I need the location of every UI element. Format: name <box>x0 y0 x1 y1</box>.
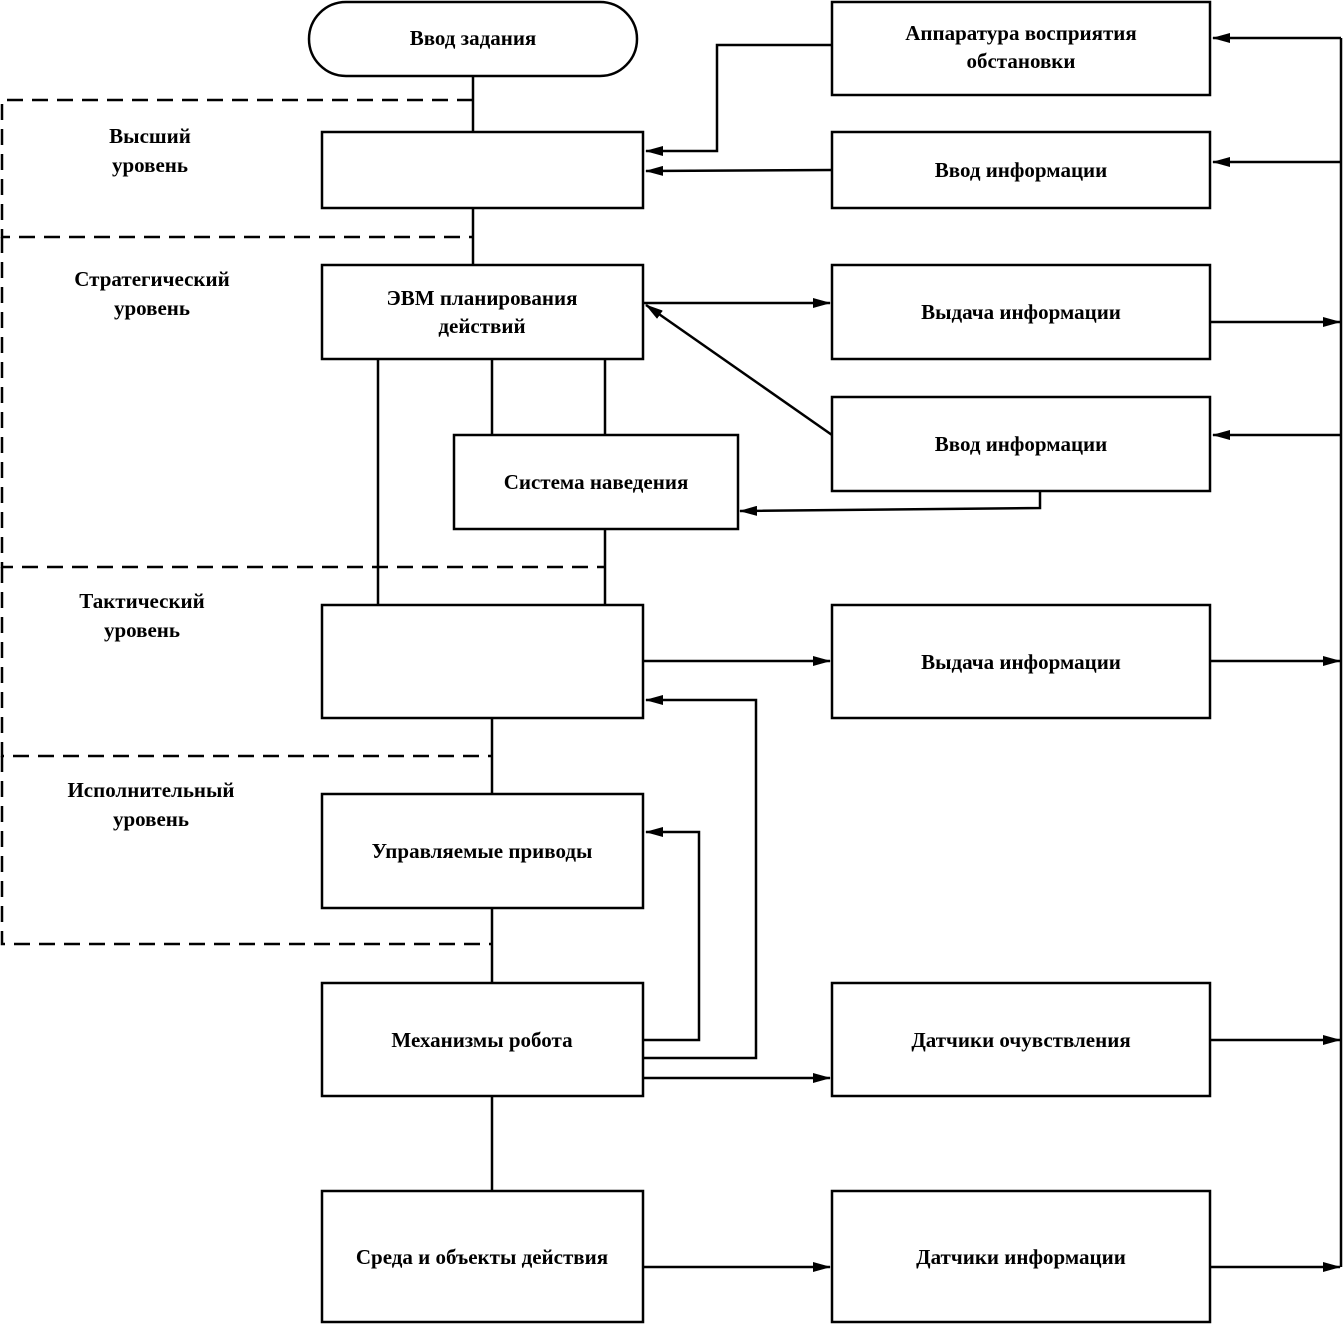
level-label-line: Высший <box>109 124 191 148</box>
perception-equipment-block: Аппаратура восприятия обстановки <box>830 0 1212 97</box>
arrow-input2-to-planning <box>645 303 833 437</box>
input-info-1-block: Ввод информации <box>830 130 1212 210</box>
output-info-1-block: Выдача информации <box>830 263 1212 361</box>
tactical-level-block <box>320 603 645 720</box>
level-label-line: уровень <box>112 153 188 177</box>
highest-level-block <box>320 130 645 210</box>
start-label: Ввод задания <box>410 26 537 50</box>
level-label-line: Исполнительный <box>67 778 234 802</box>
environment-block: Среда и объекты действия <box>320 1189 645 1324</box>
block-label: Ввод информации <box>935 432 1108 456</box>
level-label-line: Стратегический <box>74 267 229 291</box>
block-label: Ввод информации <box>935 158 1108 182</box>
robot-mechanisms-block: Механизмы робота <box>320 981 645 1098</box>
arrow-mechanisms-to-drives <box>643 827 701 1042</box>
level-strategic-label: Стратегический уровень <box>74 267 229 320</box>
info-sensors-block: Датчики информации <box>830 1189 1212 1324</box>
level-label-line: уровень <box>113 807 189 831</box>
arrow-input2-to-guidance <box>739 491 1042 516</box>
output-info-2-block: Выдача информации <box>830 603 1212 720</box>
block-label-line: обстановки <box>966 49 1075 73</box>
controlled-drives-block: Управляемые приводы <box>320 792 645 910</box>
block-label: Выдача информации <box>921 650 1121 674</box>
block-label: Среда и объекты действия <box>356 1245 608 1269</box>
block-label: Датчики очувствления <box>911 1028 1130 1052</box>
planning-computer-block: ЭВМ планирования действий <box>320 263 645 361</box>
level-label-line: уровень <box>114 296 190 320</box>
arrow-input1-to-highest <box>645 165 833 176</box>
level-highest-label: Высший уровень <box>109 124 191 177</box>
start-terminal: Ввод задания <box>307 0 639 78</box>
level-label-line: Тактический <box>79 589 205 613</box>
sensing-sensors-block: Датчики очувствления <box>830 981 1212 1098</box>
zone-highest-border <box>0 98 473 239</box>
block-label: Механизмы робота <box>391 1028 573 1052</box>
input-info-2-block: Ввод информации <box>830 395 1212 493</box>
block-label-line: ЭВМ планирования <box>387 286 578 310</box>
level-executive-label: Исполнительный уровень <box>67 778 234 831</box>
level-tactical-label: Тактический уровень <box>79 589 205 642</box>
block-label: Выдача информации <box>921 300 1121 324</box>
zone-executive-border <box>0 756 492 946</box>
level-label-line: уровень <box>104 618 180 642</box>
block-label-line: действий <box>438 314 525 338</box>
arrow-perception-to-highest <box>645 43 832 156</box>
guidance-system-block: Система наведения <box>452 433 740 531</box>
block-label-line: Аппаратура восприятия <box>905 21 1137 45</box>
arrow-mechanisms-to-tactical <box>643 695 758 1060</box>
block-label: Датчики информации <box>916 1245 1126 1269</box>
block-label: Система наведения <box>504 470 689 494</box>
block-label: Управляемые приводы <box>372 839 593 863</box>
